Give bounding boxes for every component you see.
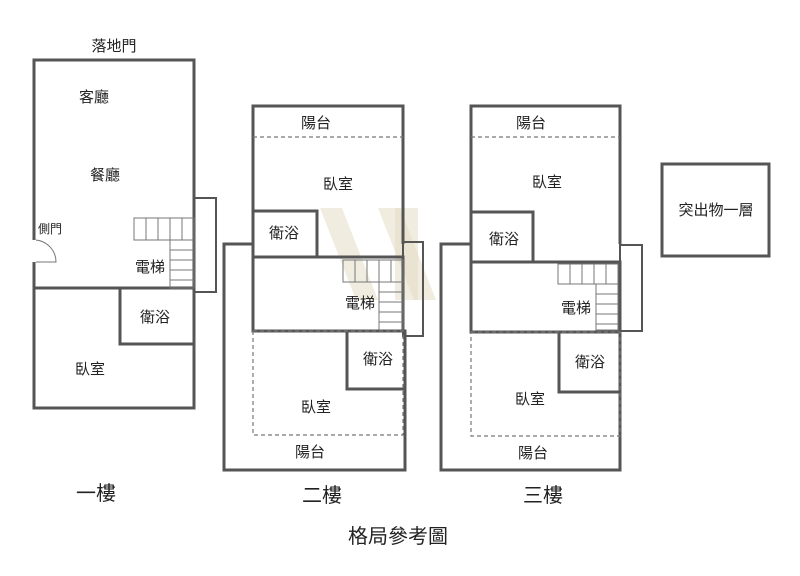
floor-1-label: 一樓 bbox=[76, 481, 116, 505]
floor-2-elevator-label: 電梯 bbox=[345, 294, 375, 312]
floor-1-elevator-shaft bbox=[193, 197, 217, 293]
floor-3-top-bath-label: 衛浴 bbox=[489, 230, 519, 248]
floor-2-top-bedroom-label: 臥室 bbox=[323, 175, 353, 193]
watermark-logo bbox=[320, 208, 436, 300]
floor-3-upper-outline bbox=[469, 104, 622, 244]
roof-structure-label: 突出物一層 bbox=[678, 201, 753, 219]
floor-3-bottom-bath-label: 衛浴 bbox=[575, 353, 605, 371]
floor-3-stairs bbox=[557, 263, 619, 331]
floor-3-elevator-hall bbox=[469, 260, 622, 334]
floor-1-elevator-label: 電梯 bbox=[135, 258, 165, 276]
floor-3-elevator-shaft bbox=[619, 244, 643, 332]
roof-structure-plan: 突出物一層 bbox=[660, 162, 771, 258]
floor-3-elevator-label: 電梯 bbox=[561, 299, 591, 317]
floor-1-side-door-label: 側門 bbox=[38, 222, 62, 236]
floor-1-bath-label: 衛浴 bbox=[140, 308, 170, 326]
floor-1-living-label: 客廳 bbox=[79, 88, 109, 106]
floor-1-plan: 落地門 客廳 餐廳 側門 電梯 衛浴 臥室 一樓 bbox=[32, 37, 217, 505]
floor-1-dining-label: 餐廳 bbox=[90, 166, 120, 184]
floor-1-stairs bbox=[133, 217, 195, 289]
floor-2-lower-outline bbox=[222, 242, 407, 472]
roof-structure-outline bbox=[660, 162, 771, 258]
diagram-caption: 格局參考圖 bbox=[348, 524, 448, 548]
floor-1-bath-room bbox=[118, 286, 196, 346]
floor-2-elevator-hall bbox=[251, 255, 405, 333]
floor-3-label: 三樓 bbox=[523, 483, 563, 507]
floor-3-top-bedroom-label: 臥室 bbox=[532, 173, 562, 191]
floor-2-bottom-balcony-label: 陽台 bbox=[295, 443, 325, 461]
floor-2-plan: 陽台 臥室 衛浴 電梯 衛浴 臥室 陽台 二樓 bbox=[222, 104, 424, 507]
floor-2-bottom-bath-label: 衛浴 bbox=[363, 350, 393, 368]
floor-2-stairs bbox=[342, 259, 404, 331]
floor-3-bottom-bedroom-edge bbox=[470, 331, 621, 437]
floor-2-top-balcony-label: 陽台 bbox=[301, 114, 331, 132]
floor-1-bedroom-label: 臥室 bbox=[75, 360, 105, 378]
floor-2-bottom-bedroom-label: 臥室 bbox=[301, 398, 331, 416]
floor-2-upper-outline bbox=[251, 104, 405, 244]
floor-3-plan: 陽台 臥室 衛浴 電梯 衛浴 臥室 陽台 三樓 bbox=[439, 104, 643, 507]
side-door-swing bbox=[33, 239, 57, 263]
floor-3-top-balcony-label: 陽台 bbox=[516, 114, 546, 132]
floor-2-label: 二樓 bbox=[302, 483, 342, 507]
floor-1-top-door-label: 落地門 bbox=[91, 37, 136, 55]
floor-3-bottom-bedroom-label: 臥室 bbox=[515, 390, 545, 408]
floor-2-bottom-bedroom-edge bbox=[252, 330, 404, 436]
floor-3-bottom-balcony-label: 陽台 bbox=[518, 444, 548, 462]
floor-2-top-bath-label: 衛浴 bbox=[269, 224, 299, 242]
